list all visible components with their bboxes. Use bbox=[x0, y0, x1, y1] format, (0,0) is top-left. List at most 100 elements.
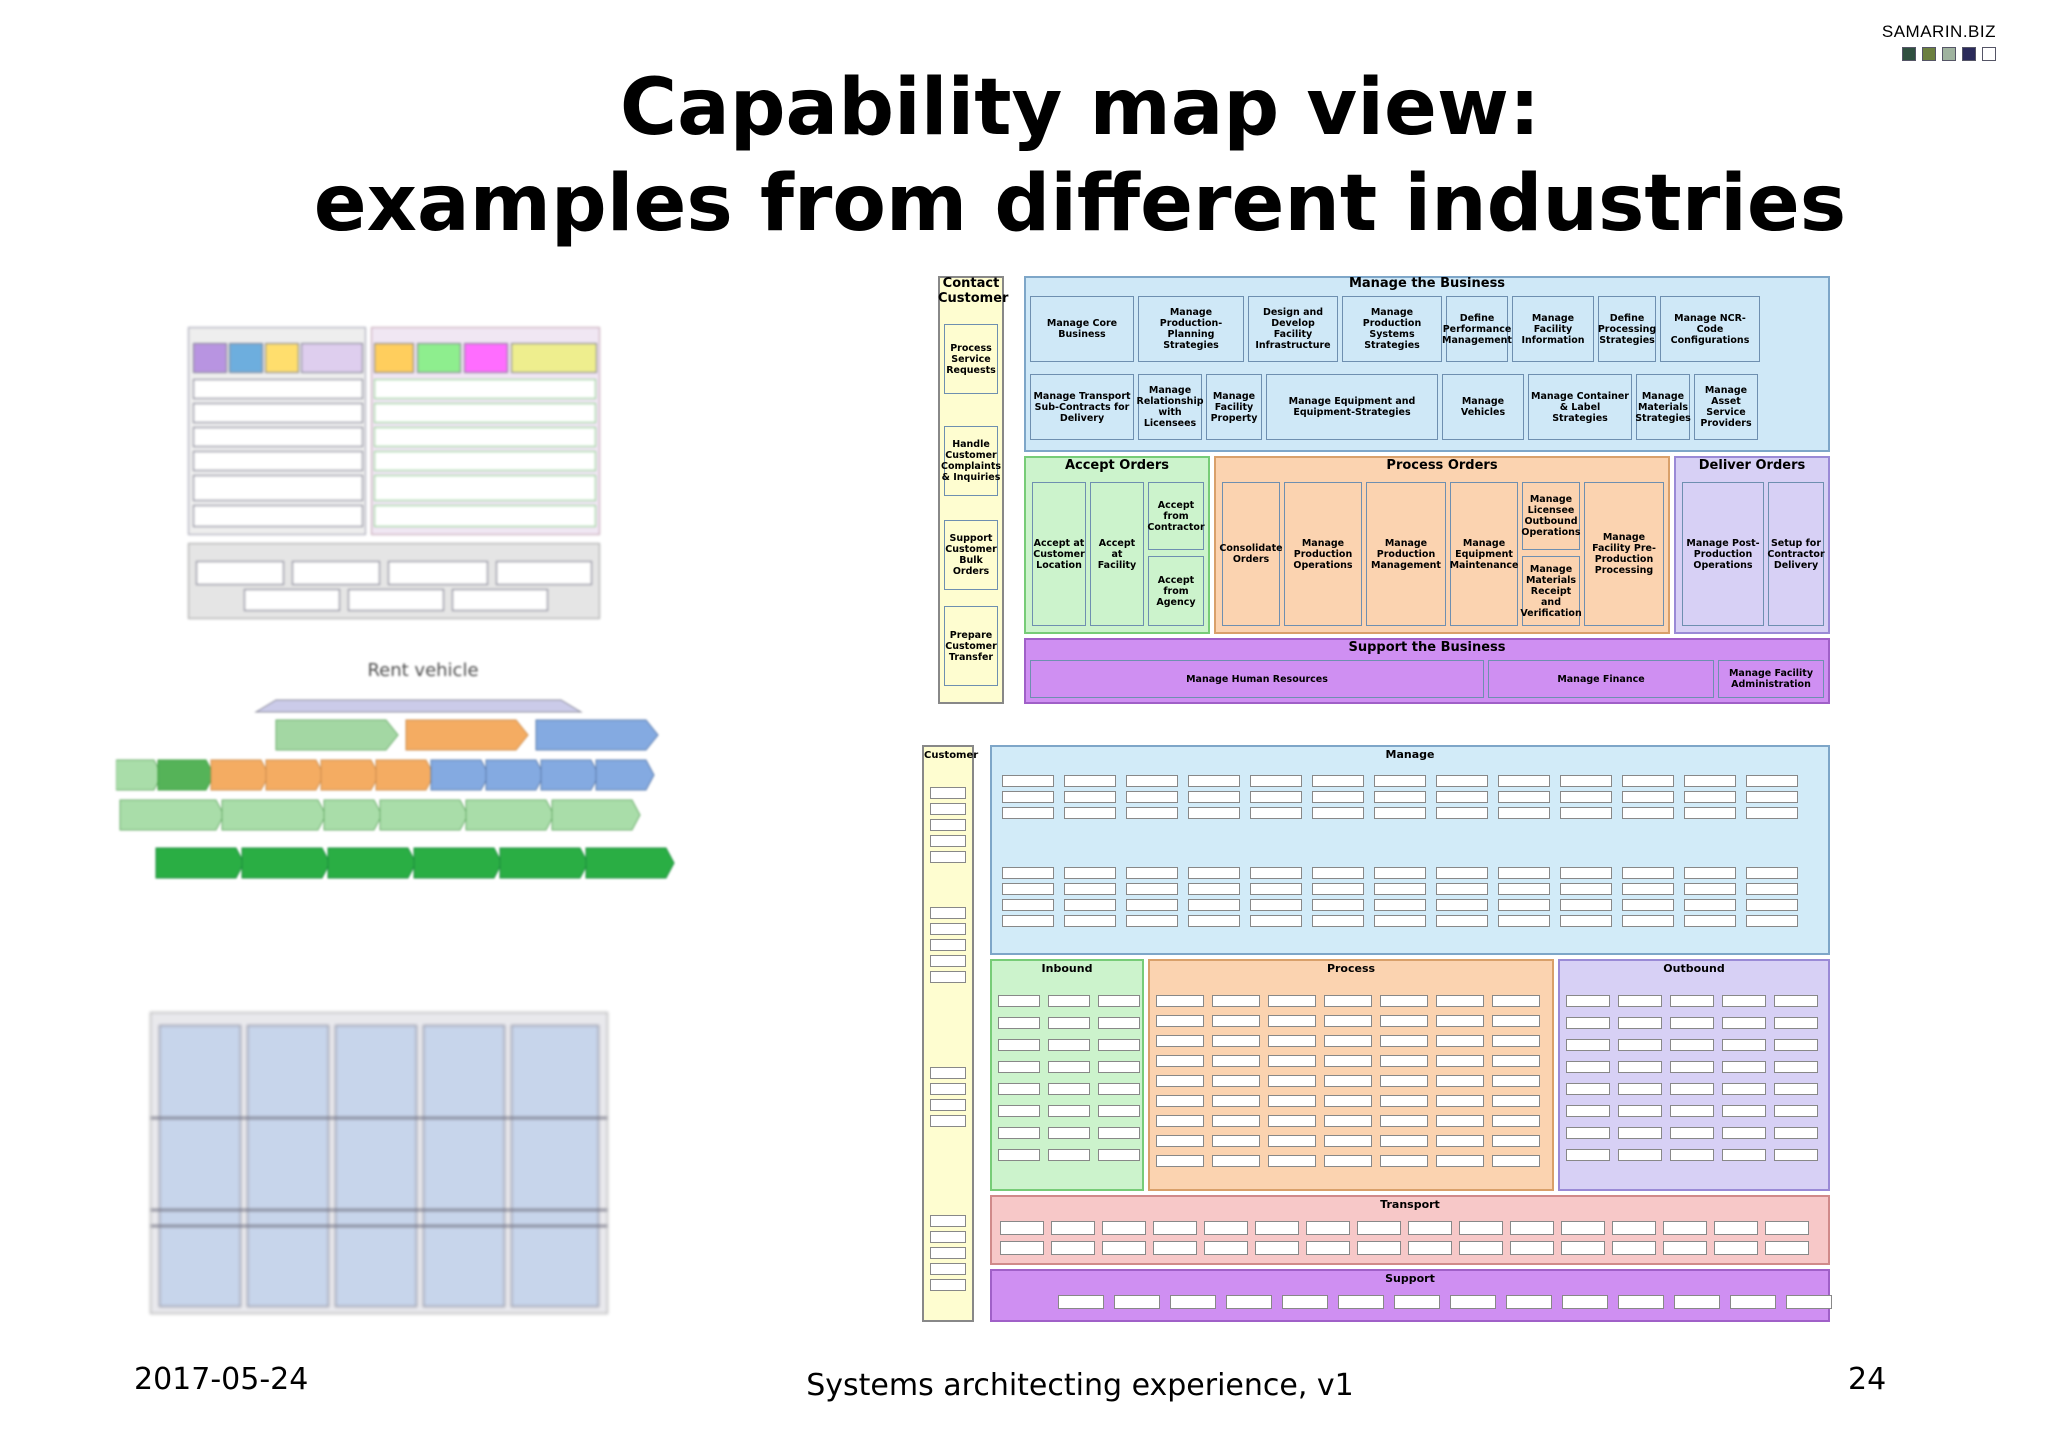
map2-capability-box bbox=[1126, 883, 1178, 895]
map2-capability-box bbox=[1374, 883, 1426, 895]
map2-capability-box bbox=[1618, 1127, 1662, 1139]
map2-capability-box bbox=[1663, 1221, 1707, 1235]
map2-capability-box bbox=[1436, 791, 1488, 803]
map2-capability-box bbox=[1212, 1155, 1260, 1167]
map2-capability-box bbox=[1126, 899, 1178, 911]
map2-capability-box bbox=[1324, 1075, 1372, 1087]
map2-capability-box bbox=[930, 971, 966, 983]
map2-capability-box bbox=[1051, 1241, 1095, 1255]
map2-capability-box bbox=[998, 1149, 1040, 1161]
map2-capability-box bbox=[1048, 1039, 1090, 1051]
map2-capability-box bbox=[1684, 899, 1736, 911]
map2-capability-box bbox=[1566, 1061, 1610, 1073]
brand-square bbox=[1902, 47, 1916, 61]
map2-capability-box bbox=[1255, 1241, 1299, 1255]
map2-capability-box bbox=[1436, 1095, 1484, 1107]
map2-capability-box bbox=[1000, 1221, 1044, 1235]
map2-capability-box bbox=[1374, 867, 1426, 879]
map2-capability-box bbox=[1436, 1075, 1484, 1087]
map2-capability-box bbox=[1268, 1035, 1316, 1047]
map2-capability-box bbox=[1436, 995, 1484, 1007]
map2-capability-box bbox=[1436, 883, 1488, 895]
map2-capability-box bbox=[1566, 1149, 1610, 1161]
map2-capability-box bbox=[1048, 1149, 1090, 1161]
map2-capability-box bbox=[1774, 1061, 1818, 1073]
map2-capability-box bbox=[998, 1105, 1040, 1117]
deliver-orders-capability: Manage Post-Production Operations bbox=[1682, 482, 1764, 626]
manage-business-capability: Manage Equipment and Equipment-Strategie… bbox=[1266, 374, 1438, 440]
map2-capability-box bbox=[1436, 899, 1488, 911]
map2-capability-box bbox=[1618, 1149, 1662, 1161]
map2-capability-box bbox=[1380, 1095, 1428, 1107]
map2-capability-box bbox=[1312, 791, 1364, 803]
map2-capability-box bbox=[1560, 807, 1612, 819]
map2-capability-box bbox=[1498, 899, 1550, 911]
map2-capability-box bbox=[1561, 1221, 1605, 1235]
map2-capability-box bbox=[1188, 915, 1240, 927]
map2-capability-box bbox=[1722, 1149, 1766, 1161]
map2-capability-box bbox=[1048, 1061, 1090, 1073]
map2-capability-box bbox=[1153, 1221, 1197, 1235]
map2-capability-box bbox=[1064, 791, 1116, 803]
map2-capability-box bbox=[1048, 1017, 1090, 1029]
map2-capability-box bbox=[1380, 1015, 1428, 1027]
map2-capability-box bbox=[1212, 1035, 1260, 1047]
map2-capability-box bbox=[1498, 775, 1550, 787]
map2-capability-box bbox=[930, 1263, 966, 1275]
map2-capability-box bbox=[1250, 775, 1302, 787]
map2-capability-box bbox=[1324, 1035, 1372, 1047]
map2-capability-box bbox=[1498, 867, 1550, 879]
map2-capability-box bbox=[1622, 899, 1674, 911]
map2-capability-box bbox=[1324, 995, 1372, 1007]
map2-capability-box bbox=[1492, 1075, 1540, 1087]
map2-capability-box bbox=[1436, 1135, 1484, 1147]
map2-capability-box bbox=[1098, 1083, 1140, 1095]
map2-capability-box bbox=[1714, 1241, 1758, 1255]
map2-capability-box bbox=[1566, 1105, 1610, 1117]
map2-capability-box bbox=[1612, 1221, 1656, 1235]
rent-vehicle-chevrons bbox=[116, 699, 675, 879]
map2-capability-box bbox=[1722, 1061, 1766, 1073]
map2-capability-box bbox=[1560, 883, 1612, 895]
map2-capability-box bbox=[930, 1083, 966, 1095]
map2-capability-box bbox=[1098, 1149, 1140, 1161]
map2-capability-box bbox=[1255, 1221, 1299, 1235]
map2-capability-box bbox=[1312, 867, 1364, 879]
map2-capability-box bbox=[1492, 1055, 1540, 1067]
map2-capability-box bbox=[1098, 1017, 1140, 1029]
manage-business-capability: Manage Relationship with Licensees bbox=[1137, 374, 1204, 440]
map2-capability-box bbox=[930, 939, 966, 951]
map2-capability-box bbox=[930, 923, 966, 935]
map2-capability-box bbox=[1212, 995, 1260, 1007]
manage-business-capability: Define Processing Strategies bbox=[1598, 296, 1656, 362]
process-orders-capability: Manage Facility Pre-Production Processin… bbox=[1584, 482, 1664, 626]
accept-orders-capability: Accept at Customer Location bbox=[1032, 482, 1086, 626]
map2-capability-box bbox=[1102, 1241, 1146, 1255]
map2-capability-box bbox=[1492, 1155, 1540, 1167]
map2-capability-box bbox=[1622, 807, 1674, 819]
map2-capability-box bbox=[1670, 1127, 1714, 1139]
map2-capability-box bbox=[1408, 1241, 1452, 1255]
brand-square bbox=[1942, 47, 1956, 61]
deliver-orders-capability: Setup for Contractor Delivery bbox=[1767, 482, 1825, 626]
map2-capability-box bbox=[1774, 1105, 1818, 1117]
map2-capability-box bbox=[1618, 1017, 1662, 1029]
map2-capability-box bbox=[1786, 1295, 1832, 1309]
map2-capability-box bbox=[1746, 867, 1798, 879]
map2-process-title: Process bbox=[1326, 962, 1376, 975]
brand-square bbox=[1962, 47, 1976, 61]
map2-capability-box bbox=[1156, 1015, 1204, 1027]
support-business-title: Support the Business bbox=[1348, 640, 1506, 655]
capability-map-2: Customer Manage Inbound Process Outbound… bbox=[922, 745, 1832, 1322]
map2-capability-box bbox=[1250, 915, 1302, 927]
map2-capability-box bbox=[1459, 1221, 1503, 1235]
map2-capability-box bbox=[1618, 1039, 1662, 1051]
map2-capability-box bbox=[1380, 1055, 1428, 1067]
map2-capability-box bbox=[1380, 1075, 1428, 1087]
map2-capability-box bbox=[1064, 807, 1116, 819]
map2-capability-box bbox=[1670, 1105, 1714, 1117]
map2-capability-box bbox=[1002, 867, 1054, 879]
map2-capability-box bbox=[1722, 995, 1766, 1007]
map2-capability-box bbox=[1250, 791, 1302, 803]
thumbnail-capability-grid bbox=[150, 1012, 608, 1314]
